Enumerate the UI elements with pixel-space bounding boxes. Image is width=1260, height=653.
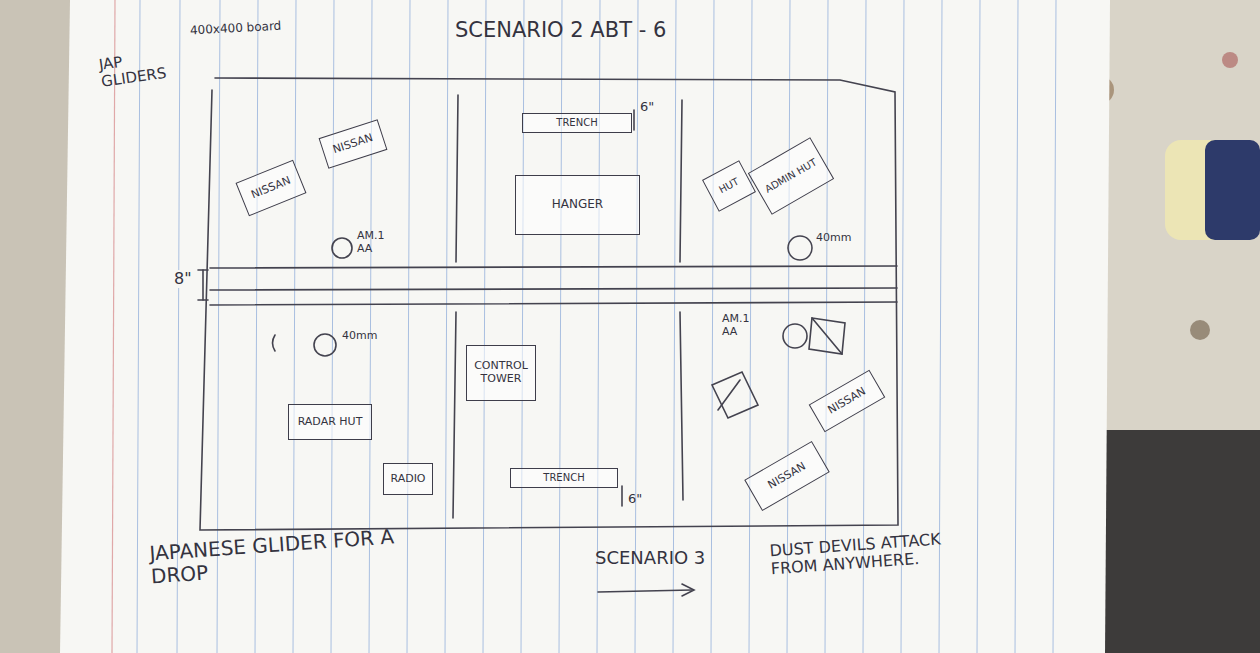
building-box: NISSAN <box>319 119 388 169</box>
scenario-note: DUST DEVILS ATTACK FROM ANYWHERE. <box>769 528 981 579</box>
dimension-label: 6" <box>628 492 642 507</box>
scenario-title: SCENARIO 2 ABT - 6 <box>455 18 666 42</box>
building-name: ADMIN HUT <box>763 157 819 196</box>
building-box: CONTROL TOWER <box>466 345 536 401</box>
building-name: CONTROL TOWER <box>472 360 530 385</box>
building-box: NISSAN <box>744 441 830 511</box>
building-box: RADAR HUT <box>288 404 372 440</box>
board-size-note: 400x400 board <box>190 20 282 39</box>
building-box: ADMIN HUT <box>748 137 834 215</box>
building-box: NISSAN <box>236 160 307 217</box>
aa-gun-label: AM.1 AA <box>357 230 395 255</box>
building-name: TRENCH <box>556 117 597 129</box>
glider-note: JAP GLIDERS <box>98 47 172 91</box>
gun-label: 40mm <box>342 330 377 343</box>
scenario-note: JAPANESE GLIDER FOR A DROP <box>149 522 451 589</box>
building-name: HANGER <box>552 198 603 212</box>
building-box: HUT <box>702 160 756 212</box>
building-name: NISSAN <box>249 174 292 201</box>
building-name: NISSAN <box>826 385 868 417</box>
aa-gun-label: AM.1 AA <box>722 313 758 338</box>
building-name: RADAR HUT <box>298 416 363 429</box>
gun-label: 40mm <box>816 232 851 245</box>
building-name: HUT <box>717 176 741 196</box>
building-name: NISSAN <box>331 132 374 157</box>
dimension-label: 8" <box>172 270 194 288</box>
building-name: TRENCH <box>543 472 584 484</box>
building-box: HANGER <box>515 175 640 235</box>
dimension-label: 6" <box>640 100 654 115</box>
building-box: NISSAN <box>809 370 886 433</box>
building-name: NISSAN <box>766 460 808 492</box>
building-box: RADIO <box>383 463 433 495</box>
scenario-label: SCENARIO 3 <box>595 548 705 569</box>
building-box: TRENCH <box>510 468 618 488</box>
building-name: RADIO <box>390 473 425 486</box>
building-box: TRENCH <box>522 113 632 133</box>
